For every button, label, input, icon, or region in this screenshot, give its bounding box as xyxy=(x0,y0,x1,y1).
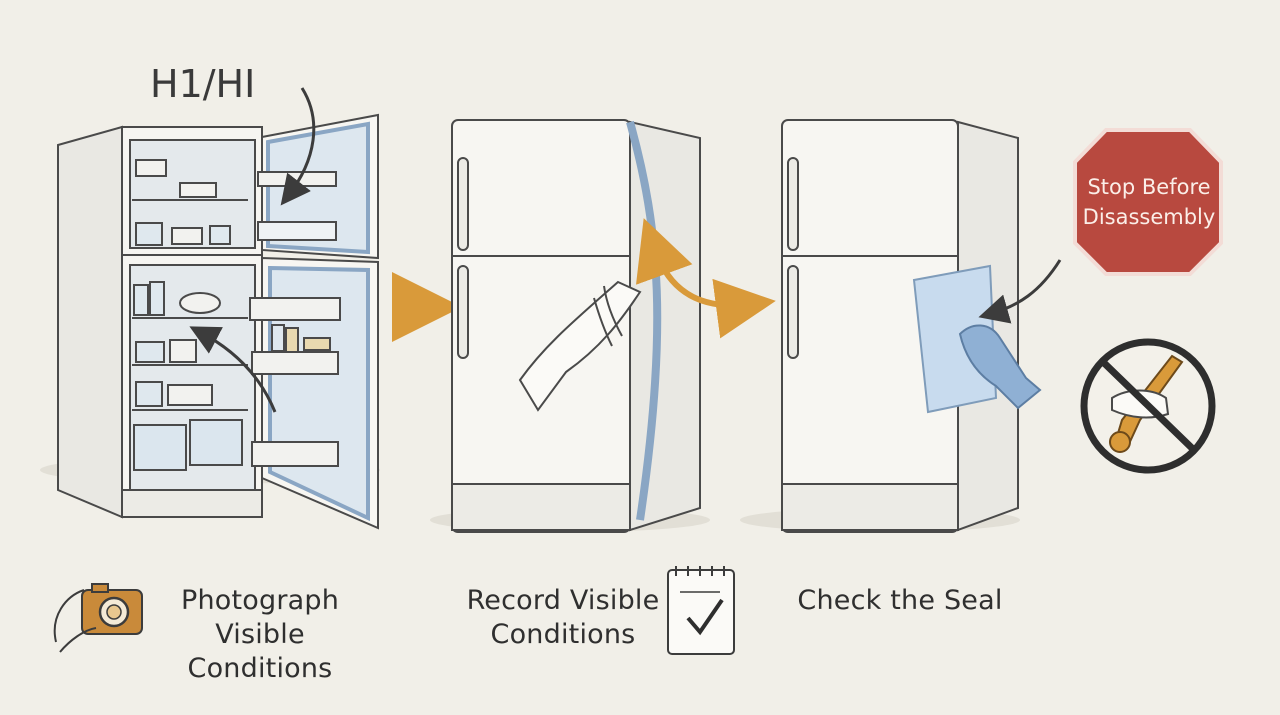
stop-sign-line2: Disassembly xyxy=(1082,205,1216,229)
open-fridge xyxy=(40,113,380,530)
pointer-arrow-shelf xyxy=(189,326,277,413)
pointer-arrow-freezer xyxy=(280,87,316,206)
seal-arrow xyxy=(978,259,1062,324)
step-3-line1: Check the Seal xyxy=(797,585,1003,616)
camera-icon xyxy=(53,583,143,653)
step-1-line1: Photograph xyxy=(180,585,340,616)
checklist-icon xyxy=(667,566,735,655)
error-code-label: H1/HI xyxy=(150,62,256,106)
step-3-label: Check the Seal xyxy=(790,584,1010,618)
step-2-line2: Conditions xyxy=(490,619,636,650)
step-2-line1: Record Visible xyxy=(466,585,660,616)
closed-fridge-record xyxy=(430,119,710,533)
step-2-label: Record Visible Conditions xyxy=(448,584,678,652)
no-tools-icon xyxy=(1080,338,1216,474)
step-1-label: Photograph Visible Conditions xyxy=(140,584,380,686)
gap-arrow xyxy=(636,218,776,339)
closed-fridge-seal xyxy=(740,119,1042,533)
stop-sign-text: Stop Before Disassembly xyxy=(1078,172,1220,232)
stop-sign xyxy=(1073,128,1223,276)
step-1-line2: Visible Conditions xyxy=(187,619,333,684)
stop-sign-line1: Stop Before xyxy=(1087,175,1211,199)
